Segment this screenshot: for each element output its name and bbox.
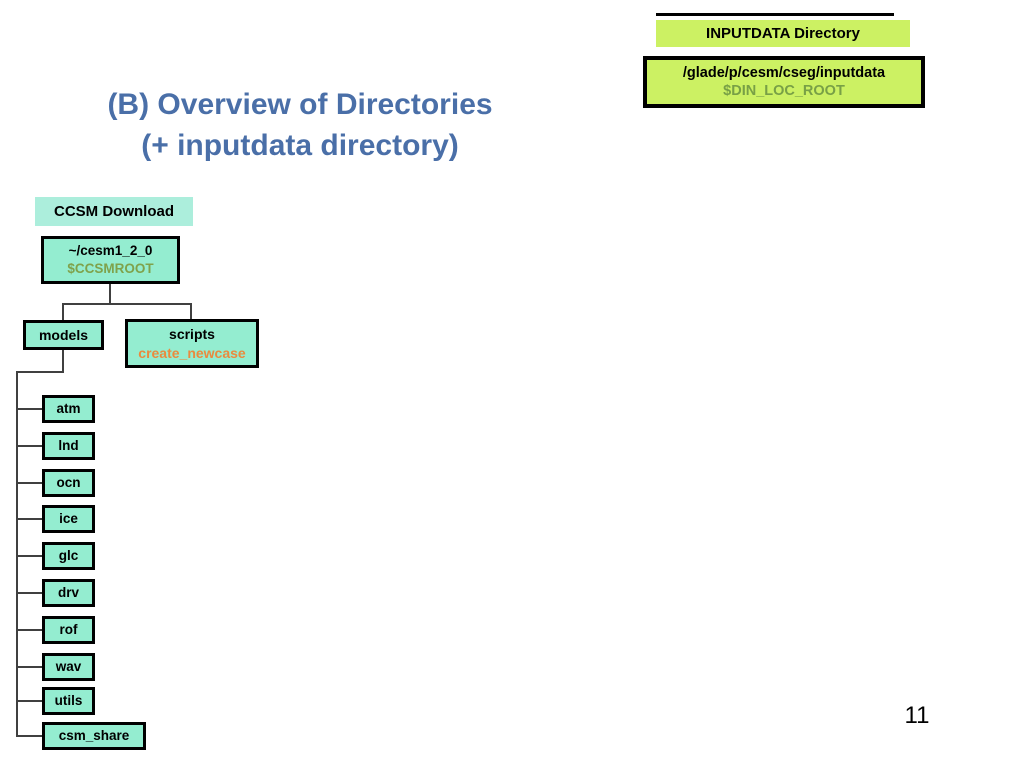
tree-node-rof: rof	[42, 616, 95, 644]
connector-root-stem	[109, 284, 111, 305]
tree-node-glc: glc	[42, 542, 95, 570]
connector-branch-bar	[62, 303, 192, 305]
slide-title-line1: (B) Overview of Directories	[107, 88, 493, 121]
atm-label: atm	[56, 401, 81, 417]
ccsm-download-label: CCSM Download	[35, 197, 193, 226]
page-number: 11	[904, 702, 930, 729]
connector-stub-ice	[16, 518, 42, 520]
tree-node-wav: wav	[42, 653, 95, 681]
tree-node-models: models	[23, 320, 104, 350]
tree-node-csm-share: csm_share	[42, 722, 146, 750]
slide-title-line2: (+ inputdata directory)	[141, 129, 459, 162]
utils-label: utils	[54, 693, 83, 709]
tree-node-scripts: scripts create_newcase	[125, 319, 259, 368]
connector-trunk	[16, 371, 18, 737]
ice-label: ice	[59, 511, 78, 527]
tree-node-atm: atm	[42, 395, 95, 423]
connector-models-elbow	[16, 371, 64, 373]
tree-node-lnd: lnd	[42, 432, 95, 460]
connector-stub-csm-share	[16, 735, 42, 737]
tree-node-drv: drv	[42, 579, 95, 607]
cutoff-box-bottom-edge	[656, 13, 894, 16]
connector-stub-drv	[16, 592, 42, 594]
wav-label: wav	[55, 659, 82, 675]
connector-stub-ocn	[16, 482, 42, 484]
connector-stub-wav	[16, 666, 42, 668]
inputdata-path-box: /glade/p/cesm/cseg/inputdata $DIN_LOC_RO…	[643, 56, 925, 108]
lnd-label: lnd	[58, 438, 79, 454]
scripts-create-newcase: create_newcase	[138, 344, 246, 361]
connector-stub-rof	[16, 629, 42, 631]
inputdata-path: /glade/p/cesm/cseg/inputdata	[682, 64, 886, 81]
tree-node-ocn: ocn	[42, 469, 95, 497]
ocn-label: ocn	[56, 475, 81, 491]
drv-label: drv	[57, 585, 79, 601]
connector-scripts-stub	[190, 303, 192, 320]
inputdata-env-var: $DIN_LOC_ROOT	[723, 83, 845, 99]
tree-node-utils: utils	[42, 687, 95, 715]
root-path: ~/cesm1_2_0	[68, 243, 153, 259]
connector-models-down	[62, 350, 64, 373]
models-label: models	[38, 326, 88, 343]
scripts-label: scripts	[169, 326, 215, 343]
slide-title: (B) Overview of Directories (+ inputdata…	[55, 84, 545, 166]
connector-models-stub	[62, 303, 64, 321]
csm-share-label: csm_share	[58, 728, 130, 744]
connector-stub-glc	[16, 555, 42, 557]
glc-label: glc	[58, 548, 79, 564]
rof-label: rof	[59, 622, 78, 638]
inputdata-directory-header: INPUTDATA Directory	[656, 20, 910, 47]
tree-node-ice: ice	[42, 505, 95, 533]
connector-stub-atm	[16, 408, 42, 410]
connector-stub-utils	[16, 700, 42, 702]
connector-stub-lnd	[16, 445, 42, 447]
tree-node-root: ~/cesm1_2_0 $CCSMROOT	[41, 236, 180, 284]
root-env-var: $CCSMROOT	[67, 261, 154, 276]
